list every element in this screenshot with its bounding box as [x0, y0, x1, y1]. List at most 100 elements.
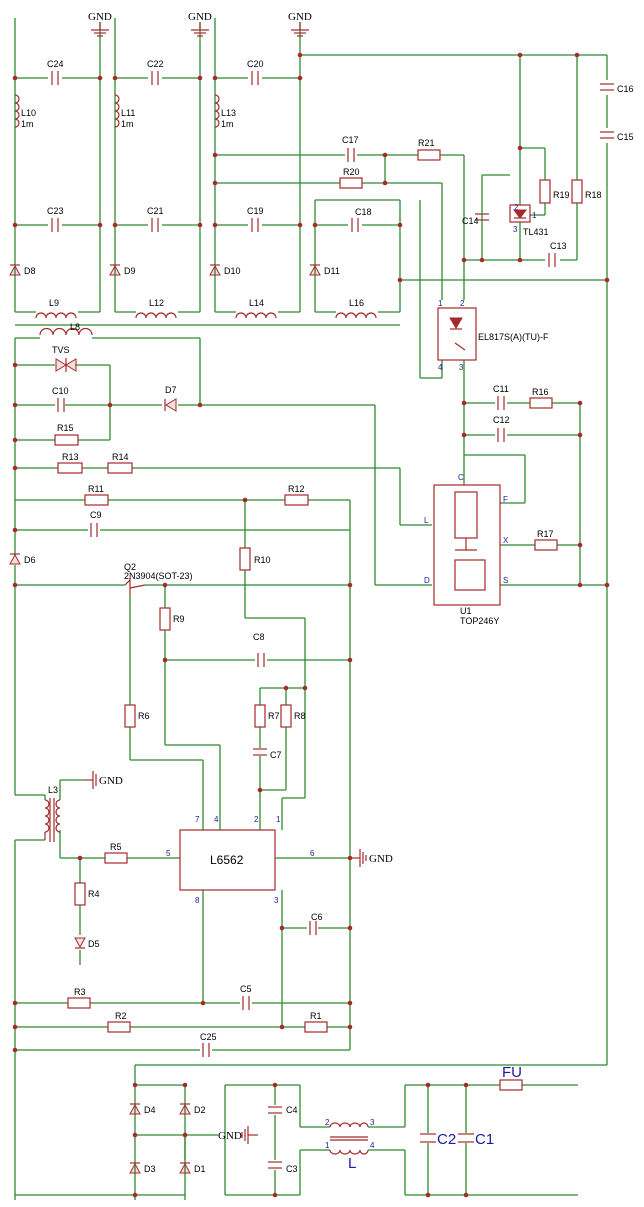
pin-tl431-3: 3	[513, 225, 518, 234]
ground-icon	[85, 771, 97, 789]
label-r5: R5	[110, 842, 122, 852]
label-d6: D6	[24, 555, 36, 565]
capacitor-c1: C1	[458, 1131, 494, 1148]
label-c5: C5	[240, 984, 252, 994]
label-d10: D10	[224, 266, 241, 276]
resistor-r1: R1	[304, 1011, 328, 1033]
transformer-l3: L3	[44, 785, 61, 842]
ground-icon	[191, 22, 209, 37]
label-tvs: TVS	[52, 345, 70, 355]
label-d4: D4	[144, 1105, 156, 1115]
label-l13: L13	[221, 108, 236, 118]
gnd-label-4: GND	[99, 775, 123, 787]
diode-d2: D2	[179, 1103, 206, 1115]
pin-opto-4: 4	[438, 363, 443, 372]
diode-d7: D7	[164, 385, 177, 412]
pin-ic-5: 5	[166, 849, 171, 858]
label-d11: D11	[324, 266, 340, 276]
pin-l-4: 4	[370, 1141, 375, 1150]
transistor-q2: Q2 2N3904(SOT-23)	[124, 562, 193, 595]
label-u1-value: TOP246Y	[460, 616, 499, 626]
label-d2: D2	[194, 1105, 206, 1115]
capacitor-c5: C5	[240, 984, 252, 1010]
label-l11-value: 1m	[121, 119, 134, 129]
pin-ic-2: 2	[254, 815, 259, 824]
diode-d6: D6	[9, 553, 36, 565]
capacitor-c24: C24	[47, 59, 64, 85]
label-r4: R4	[88, 889, 100, 899]
resistor-r16: R16	[529, 387, 553, 409]
label-l10-value: 1m	[21, 119, 34, 129]
label-r7: R7	[268, 711, 280, 721]
ground-symbols: GND GND GND GND GND GND	[85, 11, 393, 1144]
capacitor-c3: C3	[268, 1161, 298, 1174]
pin-tl431-1: 1	[532, 211, 537, 220]
pin-top-d: D	[424, 576, 430, 585]
resistor-r3: R3	[67, 987, 91, 1009]
label-d7: D7	[165, 385, 177, 395]
resistor-r9: R9	[159, 607, 185, 631]
pin-top-l: L	[424, 516, 429, 525]
pin-opto-2: 2	[460, 299, 465, 308]
label-optocoupler: EL817S(A)(TU)-F	[478, 332, 549, 342]
label-r13: R13	[62, 452, 79, 462]
capacitor-c25: C25	[200, 1032, 217, 1057]
label-r3: R3	[74, 987, 86, 997]
ground-icon	[241, 1126, 258, 1144]
pin-tl431-2: 2	[514, 203, 519, 212]
resistor-r18: R18	[571, 179, 602, 204]
label-c2: C2	[437, 1131, 456, 1148]
pin-ic-1: 1	[276, 815, 281, 824]
inductor-l8: L8	[39, 322, 93, 336]
label-c16: C16	[617, 84, 634, 94]
capacitor-c18: C18	[351, 207, 372, 232]
pin-l-3: 3	[370, 1118, 375, 1127]
gnd-label-2: GND	[188, 11, 212, 23]
label-u1: U1	[460, 606, 472, 616]
label-c7: C7	[270, 750, 282, 760]
label-c18: C18	[355, 207, 372, 217]
diode-d3: D3	[129, 1162, 156, 1174]
label-d8: D8	[24, 266, 36, 276]
label-r14: R14	[112, 452, 129, 462]
label-c8: C8	[253, 632, 265, 642]
label-c4: C4	[286, 1105, 298, 1115]
label-r17: R17	[537, 529, 554, 539]
label-l16: L16	[349, 298, 364, 308]
diode-d11: D11	[309, 264, 340, 276]
label-c13: C13	[550, 241, 567, 251]
pin-ic-7: 7	[195, 815, 200, 824]
resistor-r10: R10	[239, 547, 271, 571]
resistor-r12: R12	[284, 484, 309, 506]
resistor-r11: R11	[84, 484, 109, 506]
capacitor-c20: C20	[247, 59, 264, 85]
diode-d10: D10	[209, 264, 241, 276]
pin-top-x: X	[503, 536, 509, 545]
capacitor-c22: C22	[147, 59, 164, 85]
components: C24 C22 C20 C23 C21 C19 C18 C17 C13 C10 …	[9, 59, 634, 1174]
label-d9: D9	[124, 266, 136, 276]
label-c1: C1	[475, 1131, 494, 1148]
label-q2: Q2	[124, 562, 136, 572]
capacitor-c16: C16	[600, 83, 634, 94]
label-c22: C22	[147, 59, 164, 69]
capacitor-c7: C7	[253, 748, 282, 760]
pin-top-c: C	[458, 473, 464, 482]
pin-top-s: S	[503, 576, 508, 585]
label-r1: R1	[310, 1011, 322, 1021]
resistor-r21: R21	[417, 138, 441, 161]
capacitor-c15: C15	[600, 131, 634, 142]
resistor-r20: R20	[339, 167, 363, 189]
label-d1: D1	[194, 1164, 206, 1174]
gnd-label-6: GND	[218, 1130, 242, 1142]
tvs-diode: TVS	[52, 345, 77, 372]
resistor-r5: R5	[104, 842, 128, 864]
resistor-r19: R19	[539, 179, 570, 204]
gnd-label-3: GND	[288, 11, 312, 23]
diode-d9: D9	[109, 264, 136, 276]
pin-opto-3: 3	[459, 363, 464, 372]
capacitor-c4: C4	[268, 1105, 298, 1115]
